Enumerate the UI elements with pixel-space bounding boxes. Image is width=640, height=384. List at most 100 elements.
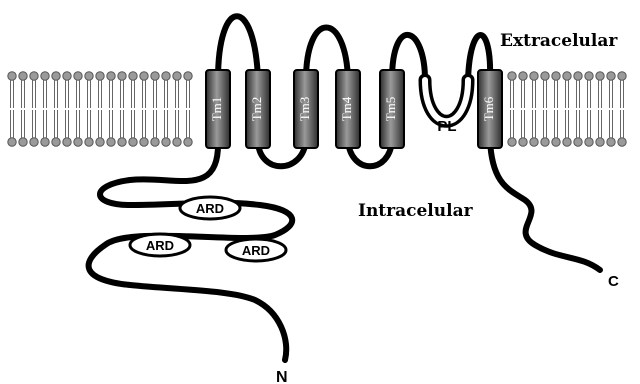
lipid-head — [96, 138, 104, 146]
lipid-tail — [33, 80, 36, 108]
lipid-tail — [154, 110, 157, 138]
lipid-tail — [588, 110, 591, 138]
lipid-head — [85, 138, 93, 146]
lipid-head — [30, 72, 38, 80]
lipid-head — [563, 72, 571, 80]
lipid-tail — [66, 110, 69, 138]
lipid-head — [19, 138, 27, 146]
lipid-head — [607, 72, 615, 80]
helix-tm4: Tm4 — [336, 70, 360, 148]
helix-label: Tm3 — [297, 97, 312, 122]
lipid-tail — [566, 80, 569, 108]
lipid-head — [151, 72, 159, 80]
lipid-tail — [187, 110, 190, 138]
intracellular-label: Intracelular — [358, 201, 474, 221]
lipid-head — [8, 138, 16, 146]
lipid-head — [52, 138, 60, 146]
lipid-head — [118, 72, 126, 80]
lipid-head — [596, 72, 604, 80]
lipid-tail — [577, 80, 580, 108]
lipid-head — [519, 138, 527, 146]
lipid-head — [508, 138, 516, 146]
lipid-tail — [588, 80, 591, 108]
lipid-tail — [610, 110, 613, 138]
lipid-head — [85, 72, 93, 80]
lipid-tail — [77, 80, 80, 108]
lipid-head — [8, 72, 16, 80]
lipid-tail — [176, 110, 179, 138]
lipid-tail — [165, 80, 168, 108]
ankyrin-domain: ARD — [180, 197, 240, 219]
lipid-tail — [555, 110, 558, 138]
lipid-head — [574, 72, 582, 80]
helix-label: Tm4 — [339, 96, 354, 121]
lipid-head — [140, 72, 148, 80]
lipid-tail — [132, 80, 135, 108]
lipid-tail — [621, 110, 624, 138]
n-terminus-label: N — [276, 369, 288, 384]
lipid-tail — [110, 110, 113, 138]
lipid-head — [618, 72, 626, 80]
lipid-head — [41, 138, 49, 146]
lipid-tail — [22, 110, 25, 138]
lipid-head — [519, 72, 527, 80]
lipid-tail — [121, 110, 124, 138]
c-terminus-label: C — [608, 273, 619, 290]
lipid-tail — [99, 80, 102, 108]
extracellular-label: Extracelular — [500, 31, 618, 51]
lipid-head — [96, 72, 104, 80]
helix-tm3: Tm3 — [294, 70, 318, 148]
lipid-head — [618, 138, 626, 146]
lipid-tail — [143, 80, 146, 108]
lipid-tail — [99, 110, 102, 138]
lipid-head — [162, 138, 170, 146]
lipid-head — [530, 138, 538, 146]
lipid-head — [162, 72, 170, 80]
lipid-tail — [511, 110, 514, 138]
lipid-tail — [511, 80, 514, 108]
helix-tm1: Tm1 — [206, 70, 230, 148]
pore-loop-label: PL — [437, 118, 456, 135]
lipid-tail — [555, 80, 558, 108]
lipid-tail — [544, 110, 547, 138]
lipid-tail — [22, 80, 25, 108]
lipid-head — [151, 138, 159, 146]
lipid-head — [607, 138, 615, 146]
lipid-head — [129, 72, 137, 80]
lipid-head — [530, 72, 538, 80]
lipid-tail — [621, 80, 624, 108]
lipid-head — [30, 138, 38, 146]
lipid-tail — [154, 80, 157, 108]
lipid-head — [52, 72, 60, 80]
helix-label: Tm2 — [249, 97, 264, 122]
lipid-tail — [66, 80, 69, 108]
lipid-head — [19, 72, 27, 80]
lipid-head — [541, 138, 549, 146]
ankyrin-domain: ARD — [226, 239, 286, 261]
helix-tm5: Tm5 — [380, 70, 404, 148]
lipid-tail — [187, 80, 190, 108]
helix-label: Tm1 — [209, 97, 224, 122]
lipid-tail — [577, 110, 580, 138]
lipid-tail — [55, 80, 58, 108]
lipid-head — [41, 72, 49, 80]
ankyrin-domain: ARD — [130, 234, 190, 256]
lipid-tail — [55, 110, 58, 138]
pore-loop — [425, 80, 468, 121]
lipid-tail — [165, 110, 168, 138]
lipid-head — [74, 138, 82, 146]
lipid-head — [184, 138, 192, 146]
lipid-head — [541, 72, 549, 80]
ankyrin-label-3: ARD — [242, 243, 270, 258]
lipid-head — [508, 72, 516, 80]
lipid-tail — [544, 80, 547, 108]
ankyrin-label-1: ARD — [196, 201, 224, 216]
lipid-tail — [11, 80, 14, 108]
lipid-tail — [566, 110, 569, 138]
lipid-tail — [610, 80, 613, 108]
lipid-head — [140, 138, 148, 146]
ankyrin-label-2: ARD — [146, 238, 174, 253]
lipid-head — [74, 72, 82, 80]
lipid-tail — [44, 80, 47, 108]
lipid-head — [63, 138, 71, 146]
